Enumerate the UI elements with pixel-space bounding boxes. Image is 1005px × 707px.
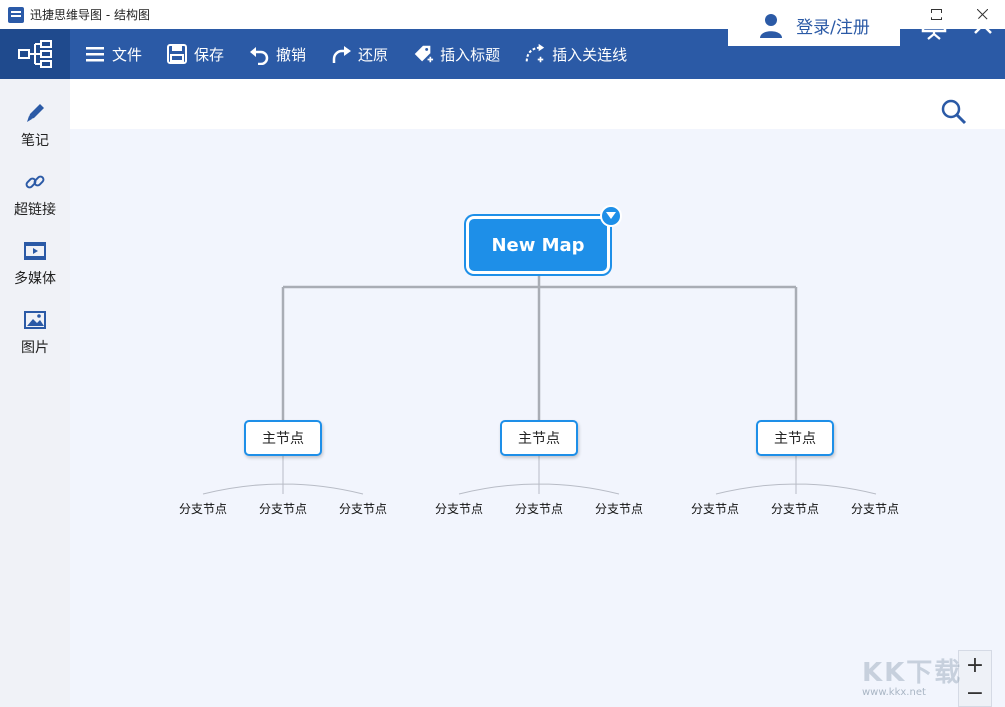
branch-node[interactable]: 分支节点: [178, 502, 227, 516]
connector-add-icon: [525, 43, 545, 63]
sidebar-item-image[interactable]: 图片: [0, 298, 70, 367]
app-icon: [8, 6, 24, 23]
sidebar-item-multimedia[interactable]: 多媒体: [0, 229, 70, 298]
insert-title-label: 插入标题: [440, 45, 501, 64]
zoom-in-button[interactable]: +: [965, 652, 985, 678]
main-node-label: 主节点: [518, 431, 560, 447]
sidebar-item-label: 多媒体: [14, 270, 56, 287]
insert-connector-label: 插入关连线: [552, 45, 628, 64]
save-label: 保存: [194, 45, 225, 64]
close-window-button[interactable]: [959, 0, 1005, 29]
save-icon: [167, 44, 188, 64]
tag-add-icon: [414, 45, 434, 63]
insert-title-button[interactable]: 插入标题: [400, 29, 512, 79]
hamburger-icon: [86, 47, 104, 62]
branch-node[interactable]: 分支节点: [258, 502, 307, 516]
watermark: KK下载 www.kkx.net: [862, 652, 994, 707]
user-icon: [760, 14, 783, 38]
watermark-url: www.kkx.net: [862, 687, 926, 698]
redo-icon: [332, 46, 352, 63]
undo-label: 撤销: [276, 45, 307, 64]
branch-node[interactable]: 分支节点: [690, 502, 739, 516]
search-button[interactable]: [940, 98, 968, 126]
close-icon: [974, 16, 992, 34]
presentation-button[interactable]: [918, 10, 950, 40]
window-title: 迅捷思维导图 - 结构图: [30, 8, 150, 22]
close-icon: [976, 9, 988, 20]
root-node-label: New Map: [491, 234, 585, 256]
branch-node[interactable]: 分支节点: [850, 502, 899, 516]
file-menu-button[interactable]: 文件: [72, 29, 154, 79]
link-icon: [25, 175, 45, 188]
root-node[interactable]: New Map: [466, 216, 610, 274]
main-node[interactable]: 主节点: [500, 420, 578, 456]
close-map-button[interactable]: [970, 12, 996, 38]
undo-button[interactable]: 撤销: [236, 29, 318, 79]
sidebar-item-label: 笔记: [21, 132, 49, 149]
main-node-label: 主节点: [262, 431, 304, 447]
sidebar-item-notes[interactable]: 笔记: [0, 91, 70, 160]
main-node-label: 主节点: [774, 431, 816, 447]
sidebar: 笔记 超链接 多媒体 图片: [0, 79, 70, 707]
collapse-toggle[interactable]: [600, 205, 622, 227]
video-icon: [24, 241, 46, 260]
canvas-header: [70, 79, 1005, 129]
branch-node[interactable]: 分支节点: [338, 502, 387, 516]
zoom-controls: + −: [958, 650, 992, 707]
main-node[interactable]: 主节点: [244, 420, 322, 456]
login-label: 登录/注册: [796, 17, 870, 38]
redo-button[interactable]: 还原: [318, 29, 400, 79]
branch-node[interactable]: 分支节点: [594, 502, 643, 516]
pencil-icon: [27, 103, 44, 122]
undo-icon: [250, 47, 269, 65]
redo-label: 还原: [358, 45, 389, 64]
structure-menu-button[interactable]: [0, 29, 70, 79]
image-icon: [24, 310, 46, 329]
sidebar-item-hyperlink[interactable]: 超链接: [0, 160, 70, 229]
mindmap-structure-icon: [18, 40, 52, 68]
insert-connector-button[interactable]: 插入关连线: [512, 29, 639, 79]
save-button[interactable]: 保存: [154, 29, 236, 79]
triangle-down-icon: [606, 212, 616, 219]
login-register-button[interactable]: 登录/注册: [728, 4, 900, 46]
sidebar-item-label: 图片: [21, 339, 49, 356]
sidebar-item-label: 超链接: [14, 201, 56, 218]
presentation-icon: [920, 13, 948, 40]
branch-node[interactable]: 分支节点: [770, 502, 819, 516]
zoom-out-button[interactable]: −: [965, 680, 985, 706]
main-node[interactable]: 主节点: [756, 420, 834, 456]
file-label: 文件: [112, 45, 143, 64]
branch-node[interactable]: 分支节点: [434, 502, 483, 516]
search-icon: [941, 99, 967, 125]
watermark-logo: KK下载: [862, 658, 963, 688]
branch-node[interactable]: 分支节点: [514, 502, 563, 516]
